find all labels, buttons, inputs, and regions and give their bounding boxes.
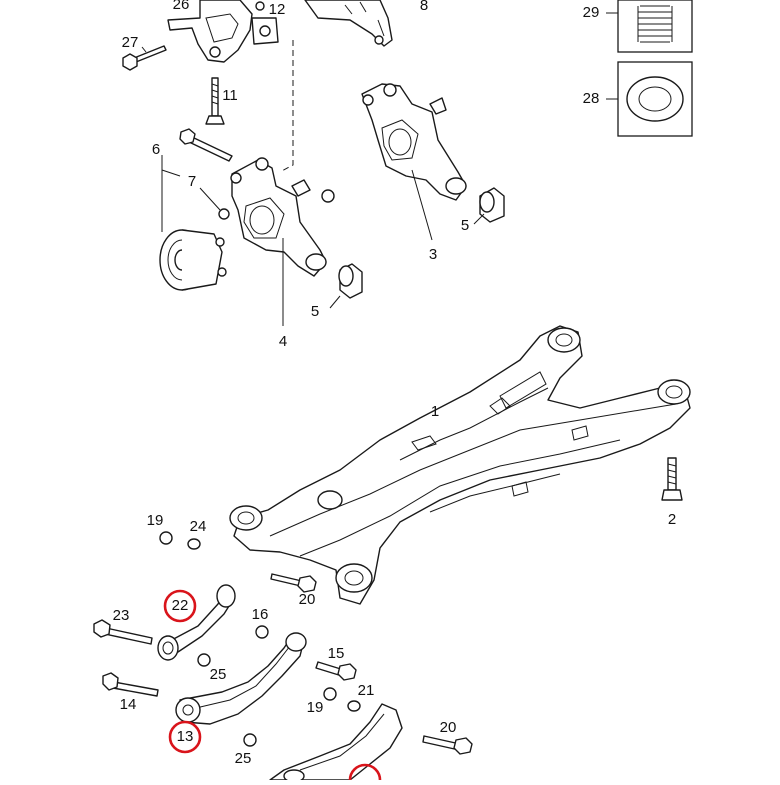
bolt-2	[661, 457, 683, 501]
callout-6: 6	[152, 141, 160, 158]
bolt-11	[205, 77, 225, 125]
callout-1: 1	[431, 403, 439, 420]
callout-25-upper: 25	[210, 666, 227, 683]
washer-7	[218, 208, 230, 220]
nut-16	[255, 625, 269, 639]
nut-upper-left	[321, 189, 335, 203]
callout-23: 23	[113, 607, 130, 624]
callout-21: 21	[358, 682, 375, 699]
callout-20-upper: 20	[299, 591, 316, 608]
bolt-15	[315, 661, 357, 681]
wheel-hub-part	[159, 229, 227, 291]
bolt-23	[93, 619, 153, 645]
bushing-5-right	[479, 187, 505, 223]
callout-29: 29	[583, 4, 600, 21]
callout-2: 2	[668, 511, 676, 528]
callout-26: 26	[173, 0, 190, 13]
callout-24: 24	[190, 518, 207, 535]
bolt-20-lower	[422, 735, 473, 755]
callout-8: 8	[420, 0, 428, 14]
upper-knuckle-bracket-part	[167, 0, 279, 63]
callout-5-right: 5	[461, 217, 469, 234]
callout-12: 12	[269, 1, 286, 18]
knuckle-right-part	[361, 83, 467, 201]
callout-11: 11	[222, 87, 238, 104]
callout-16: 16	[252, 606, 269, 623]
bolt-20-upper	[270, 573, 317, 593]
washer-21	[347, 700, 361, 712]
callout-13: 13	[177, 728, 194, 745]
callout-27: 27	[122, 34, 139, 51]
callout-28: 28	[583, 90, 600, 107]
nut-19-lower	[323, 687, 337, 701]
callout-22: 22	[172, 597, 189, 614]
callout-19-upper: 19	[147, 512, 164, 529]
upper-bracket-part	[304, 0, 393, 47]
bolt-7	[179, 128, 233, 162]
washer-24	[187, 538, 201, 550]
leader-lines	[141, 12, 618, 326]
nut-19-upper	[159, 531, 173, 545]
control-arm-22-part	[157, 584, 236, 661]
highlight-ring-22	[163, 589, 197, 623]
knuckle-left-part	[230, 157, 327, 277]
bolt-27	[122, 45, 167, 71]
seat-ring-part-box	[617, 61, 693, 137]
nut-25-lower	[243, 733, 257, 747]
callout-15: 15	[328, 645, 345, 662]
callout-3: 3	[429, 246, 437, 263]
callout-14: 14	[120, 696, 137, 713]
callout-20-lower: 20	[440, 719, 457, 736]
dashed-connector	[279, 40, 294, 173]
callout-4: 4	[279, 333, 287, 350]
callout-25-lower: 25	[235, 750, 252, 767]
callout-5-left: 5	[311, 303, 319, 320]
callout-7: 7	[188, 173, 196, 190]
highlight-ring-partial	[348, 763, 382, 781]
highlight-ring-13	[168, 720, 202, 754]
bushing-5-left	[338, 263, 363, 299]
control-arm-13-part	[175, 632, 307, 725]
callout-19-lower: 19	[307, 699, 324, 716]
nut-25-upper	[197, 653, 211, 667]
lower-arm-part	[269, 703, 403, 783]
subframe-part	[229, 325, 691, 605]
spring-part-box	[617, 0, 693, 53]
bolt-14	[102, 672, 159, 697]
